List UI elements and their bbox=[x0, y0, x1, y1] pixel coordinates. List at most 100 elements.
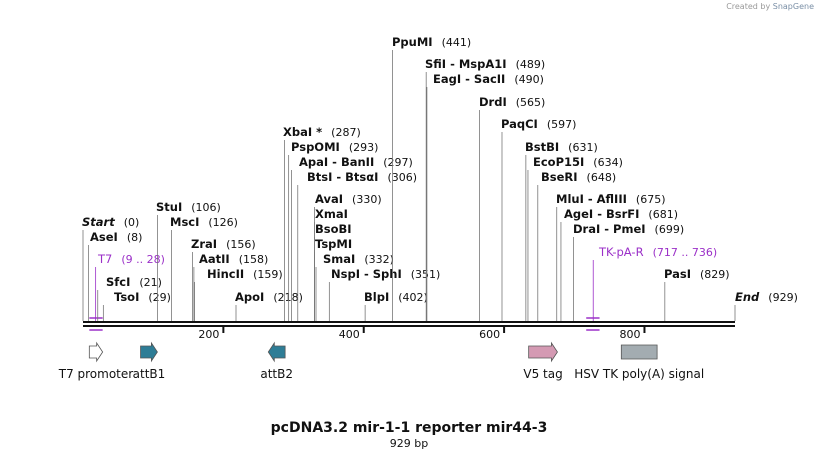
tick-label-200: 200 bbox=[198, 328, 219, 341]
site-position: (929) bbox=[768, 291, 798, 304]
feature-label-hsv-tk-poly-a-signal: HSV TK poly(A) signal bbox=[574, 367, 704, 381]
site-label-smai: SmaI(332) bbox=[323, 252, 394, 266]
site-name: TsoI bbox=[114, 290, 139, 304]
site-label-paqci: PaqCI (597) bbox=[501, 117, 576, 131]
tick-label-800: 800 bbox=[619, 328, 640, 341]
site-name: DraI - PmeI bbox=[573, 222, 646, 236]
site-label-pspomi: PspOMI(293) bbox=[291, 140, 378, 154]
site-position: (126) bbox=[208, 216, 238, 229]
site-label-stui: StuI(106) bbox=[156, 200, 221, 214]
site-name: AatII bbox=[199, 252, 230, 266]
site-position: (156) bbox=[226, 238, 256, 251]
site-position: (29) bbox=[148, 291, 171, 304]
site-label-apai-banii: ApaI - BanII (297) bbox=[299, 155, 413, 169]
site-name: BtsI - BtsαI bbox=[307, 170, 378, 184]
site-position: (681) bbox=[648, 208, 678, 221]
site-label-sfii-mspa1i: SfiI - MspA1I(489) bbox=[425, 57, 545, 71]
site-label-bsobi: BsoBI bbox=[315, 222, 352, 236]
site-label-bstbi: BstBI (631) bbox=[525, 140, 598, 154]
site-name: EcoP15I bbox=[533, 155, 584, 169]
site-label-ppumi: PpuMI(441) bbox=[392, 35, 471, 49]
site-label-bseri: BseRI (648) bbox=[541, 170, 616, 184]
site-name: End bbox=[735, 290, 760, 304]
site-name: ApaI - BanII bbox=[299, 155, 374, 169]
map-title: pcDNA3.2 mir-1-1 reporter mir44-3 bbox=[270, 420, 548, 436]
site-name: MluI - AflIII bbox=[556, 192, 627, 206]
site-name: PasI bbox=[664, 267, 691, 281]
site-position: (218) bbox=[273, 291, 303, 304]
site-position: (675) bbox=[636, 193, 666, 206]
site-position: (648) bbox=[587, 171, 617, 184]
tick-label-400: 400 bbox=[339, 328, 360, 341]
feature-v5-tag bbox=[528, 341, 558, 363]
site-name: TK-pA-R bbox=[598, 245, 644, 259]
site-name: BstBI bbox=[525, 140, 559, 154]
site-name: StuI bbox=[156, 200, 182, 214]
site-name: EagI - SacII bbox=[433, 72, 505, 86]
site-name: T7 bbox=[97, 252, 112, 266]
site-label-eagi-sacii: EagI - SacII (490) bbox=[433, 72, 544, 86]
site-position: (330) bbox=[352, 193, 382, 206]
site-label-drai-pmei: DraI - PmeI(699) bbox=[573, 222, 684, 236]
site-label-apoi: ApoI (218) bbox=[235, 290, 303, 304]
site-label-tspmi: TspMI bbox=[315, 237, 352, 251]
site-position: (8) bbox=[127, 231, 143, 244]
site-label-mlui-afliii: MluI - AflIII (675) bbox=[556, 192, 666, 206]
site-name: SfcI bbox=[106, 275, 130, 289]
site-name: PpuMI bbox=[392, 35, 433, 49]
site-label-asei: AseI (8) bbox=[90, 230, 142, 244]
site-name: AseI bbox=[90, 230, 118, 244]
site-label-nspi-sphi: NspI - SphI (351) bbox=[331, 267, 440, 281]
site-label-sfci: SfcI (21) bbox=[106, 275, 162, 289]
site-position: (597) bbox=[547, 118, 577, 131]
feature-label-attb2: attB2 bbox=[260, 367, 293, 381]
site-label-avai: AvaI(330) bbox=[315, 192, 382, 206]
feature-attb1 bbox=[140, 341, 158, 363]
credit-label: Created by SnapGene bbox=[726, 2, 814, 11]
site-label-tk-pa-r: TK-pA-R(717 .. 736) bbox=[598, 245, 717, 259]
map-length: 929 bp bbox=[389, 437, 429, 450]
feature-label-t7-promoter: T7 promoter bbox=[58, 367, 134, 381]
site-label-hincii: HincII(159) bbox=[207, 267, 283, 281]
site-label-drdi: DrdI (565) bbox=[479, 95, 545, 109]
feature-attb2 bbox=[267, 341, 286, 363]
site-name: BseRI bbox=[541, 170, 578, 184]
site-position: (332) bbox=[364, 253, 394, 266]
site-name: BsoBI bbox=[315, 222, 352, 236]
feature-t7-promoter bbox=[88, 341, 104, 363]
site-label-xbai: XbaI *(287) bbox=[283, 125, 361, 139]
site-name: BlpI bbox=[364, 290, 389, 304]
site-position: (351) bbox=[411, 268, 441, 281]
feature-label-attb1: attB1 bbox=[133, 367, 166, 381]
site-position: (829) bbox=[700, 268, 730, 281]
site-label-xmai: XmaI bbox=[315, 207, 348, 221]
site-position: (9 .. 28) bbox=[121, 253, 165, 266]
site-name: AgeI - BsrFI bbox=[564, 207, 639, 221]
site-label-zrai: ZraI(156) bbox=[191, 237, 256, 251]
site-label-ecop15i: EcoP15I(634) bbox=[533, 155, 623, 169]
site-position: (402) bbox=[398, 291, 428, 304]
site-label-msci: MscI (126) bbox=[170, 215, 238, 229]
site-name: NspI - SphI bbox=[331, 267, 402, 281]
site-name: PspOMI bbox=[291, 140, 340, 154]
site-position: (306) bbox=[387, 171, 417, 184]
site-name: DrdI bbox=[479, 95, 507, 109]
site-position: (297) bbox=[383, 156, 413, 169]
site-name: PaqCI bbox=[501, 117, 538, 131]
site-position: (159) bbox=[253, 268, 283, 281]
site-name: ApoI bbox=[235, 290, 264, 304]
site-label-pasi: PasI (829) bbox=[664, 267, 730, 281]
site-position: (565) bbox=[516, 96, 546, 109]
site-position: (158) bbox=[239, 253, 269, 266]
site-name: TspMI bbox=[315, 237, 352, 251]
feature-label-v5-tag: V5 tag bbox=[523, 367, 562, 381]
site-label-end: End (929) bbox=[735, 290, 798, 304]
site-position: (490) bbox=[514, 73, 544, 86]
feature-hsv-tk-poly-a-signal bbox=[620, 344, 658, 360]
site-name: MscI bbox=[170, 215, 199, 229]
site-position: (631) bbox=[568, 141, 598, 154]
site-name: XmaI bbox=[315, 207, 348, 221]
site-position: (21) bbox=[139, 276, 162, 289]
tick-label-600: 600 bbox=[479, 328, 500, 341]
